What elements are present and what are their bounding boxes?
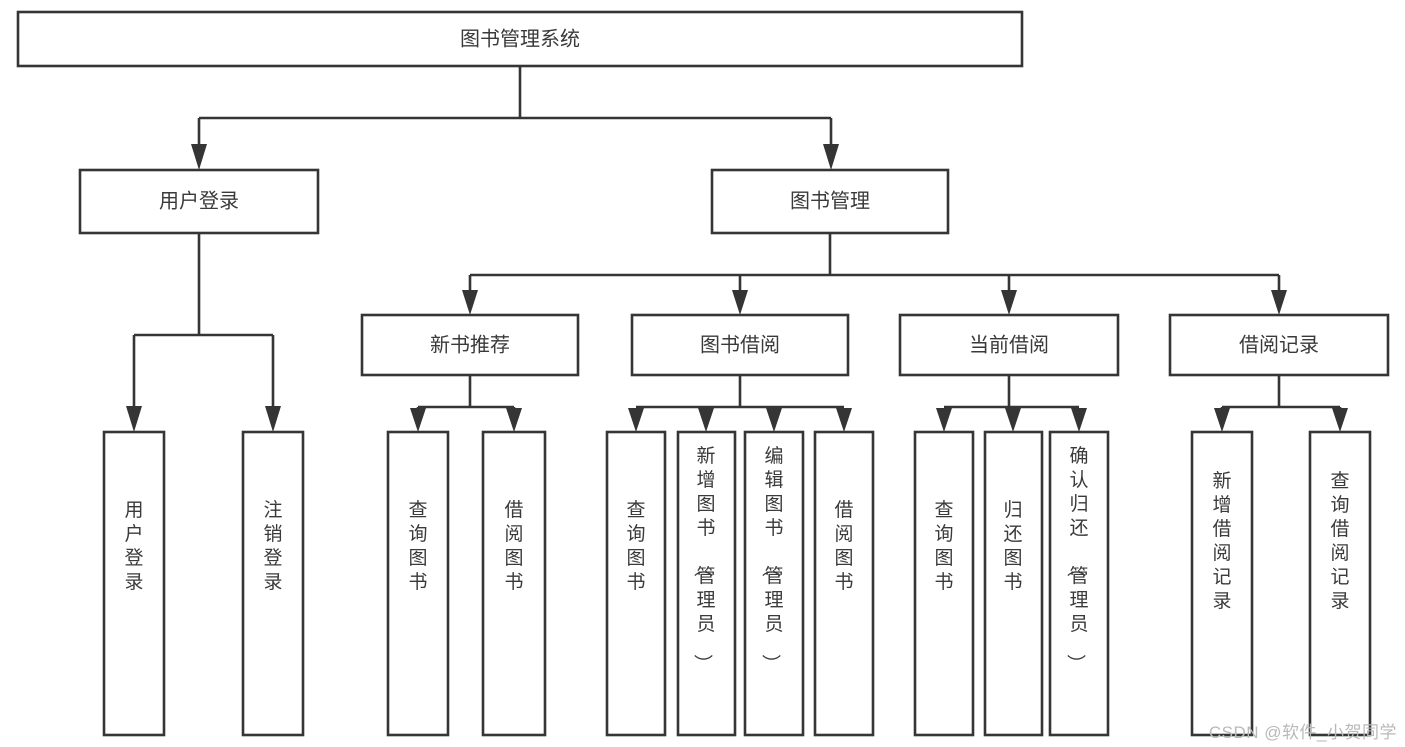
node-book-management-box[interactable] [710,168,950,235]
leaf-return-book-box[interactable] [983,430,1044,737]
leaf-user-login-label: 用户登录 [124,500,143,593]
leaf-return-book-label: 归还图书 [1003,499,1022,593]
node-current-borrow-box[interactable] [898,313,1120,377]
leaf-query-book-recommend[interactable]: 查询图书 [386,430,450,737]
leaf-add-book-admin-box[interactable] [676,430,737,737]
leaf-confirm-return-admin-box[interactable] [1048,430,1110,737]
leaf-query-book-borrow-label: 查询图书 [626,499,645,593]
leaf-lend-book-box[interactable] [813,430,875,737]
leaf-return-book[interactable]: 归还图书 [983,430,1044,737]
node-book-borrow[interactable]: 图书借阅 [630,313,850,377]
arrow-current-to-query [936,408,952,432]
node-book-borrow-label: 图书借阅 [700,333,780,356]
leaf-query-borrow-record-box[interactable] [1308,430,1372,737]
leaf-borrow-book-recommend[interactable]: 借阅图书 [481,430,547,737]
leaf-add-book-admin-label: 新增图书（管理员） [691,445,715,673]
arrow-userlogin-to-login [126,406,142,432]
leaf-logout-box[interactable] [241,430,305,737]
node-borrow-records-box[interactable] [1168,313,1390,377]
node-book-borrow-box[interactable] [630,313,850,377]
connectors-layer [126,66,1348,432]
node-borrow-records-label: 借阅记录 [1239,333,1319,356]
node-new-book-recommend-label: 新书推荐 [430,333,510,356]
leaf-query-book-borrow[interactable]: 查询图书 [605,430,667,737]
node-root-system[interactable]: 图书管理系统 [16,10,1024,68]
node-new-book-recommend-box[interactable] [360,313,580,377]
leaf-logout-label: 注销登录 [263,499,282,593]
arrow-root-to-user-login [191,144,207,170]
leaf-lend-book[interactable]: 借阅图书 [813,430,875,737]
node-user-login-label: 用户登录 [159,189,239,212]
node-new-book-recommend[interactable]: 新书推荐 [360,313,580,377]
node-user-login[interactable]: 用户登录 [78,168,320,235]
leaf-query-book-current-box[interactable] [913,430,975,737]
leaf-query-book-current[interactable]: 查询图书 [913,430,975,737]
leaf-edit-book-admin[interactable]: 编辑图书（管理员） [743,430,805,737]
node-book-management[interactable]: 图书管理 [710,168,950,235]
leaf-add-book-admin[interactable]: 新增图书（管理员） [676,430,737,737]
node-user-login-box[interactable] [78,168,320,235]
arrow-bookmgmt-to-borrow [732,290,748,315]
arrow-bookmgmt-to-records [1271,290,1287,315]
leaf-borrow-book-recommend-box[interactable] [481,430,547,737]
node-borrow-records[interactable]: 借阅记录 [1168,313,1390,377]
node-root-box[interactable] [16,10,1024,68]
node-current-borrow-label: 当前借阅 [969,333,1049,356]
arrow-userlogin-to-logout [265,406,281,432]
arrow-borrow-to-edit [766,408,782,432]
arrow-borrow-to-lend [836,408,852,432]
leaf-query-book-recommend-label: 查询图书 [408,499,427,593]
arrow-newbook-to-borrow [506,408,522,432]
leaf-logout[interactable]: 注销登录 [241,430,305,737]
leaf-confirm-return-admin-label: 确认归还（管理员） [1064,445,1088,673]
csdn-watermark: CSDN @软件_小贺同学 [1208,723,1397,742]
arrow-records-to-add [1214,408,1230,432]
leaf-confirm-return-admin[interactable]: 确认归还（管理员） [1048,430,1110,737]
arrow-records-to-query [1332,408,1348,432]
arrow-bookmgmt-to-newbook [462,290,478,315]
arrow-current-to-return [1005,408,1021,432]
leaf-user-login-box[interactable] [102,430,166,737]
leaf-edit-book-admin-box[interactable] [743,430,805,737]
arrow-borrow-to-add [698,408,714,432]
leaf-query-borrow-record-label: 查询借阅记录 [1330,470,1349,612]
leaf-user-login[interactable]: 用户登录 [102,430,166,737]
arrow-root-to-book-mgmt [823,144,839,170]
leaf-query-book-borrow-box[interactable] [605,430,667,737]
leaf-add-borrow-record-box[interactable] [1190,430,1254,737]
node-current-borrow[interactable]: 当前借阅 [898,313,1120,377]
arrow-current-to-confirm [1071,408,1087,432]
leaf-edit-book-admin-label: 编辑图书（管理员） [759,445,783,673]
leaf-query-borrow-record[interactable]: 查询借阅记录 [1308,430,1372,737]
node-root-label: 图书管理系统 [460,27,580,50]
leaf-borrow-book-recommend-label: 借阅图书 [504,499,523,593]
arrow-newbook-to-query [410,408,426,432]
leaf-query-book-current-label: 查询图书 [934,499,953,593]
arrow-bookmgmt-to-current [1001,290,1017,315]
leaf-add-borrow-record-label: 新增借阅记录 [1212,470,1231,612]
leaf-lend-book-label: 借阅图书 [834,499,853,593]
leaf-query-book-recommend-box[interactable] [386,430,450,737]
node-book-management-label: 图书管理 [790,189,870,212]
leaf-add-borrow-record[interactable]: 新增借阅记录 [1190,430,1254,737]
arrow-borrow-to-query [628,408,644,432]
